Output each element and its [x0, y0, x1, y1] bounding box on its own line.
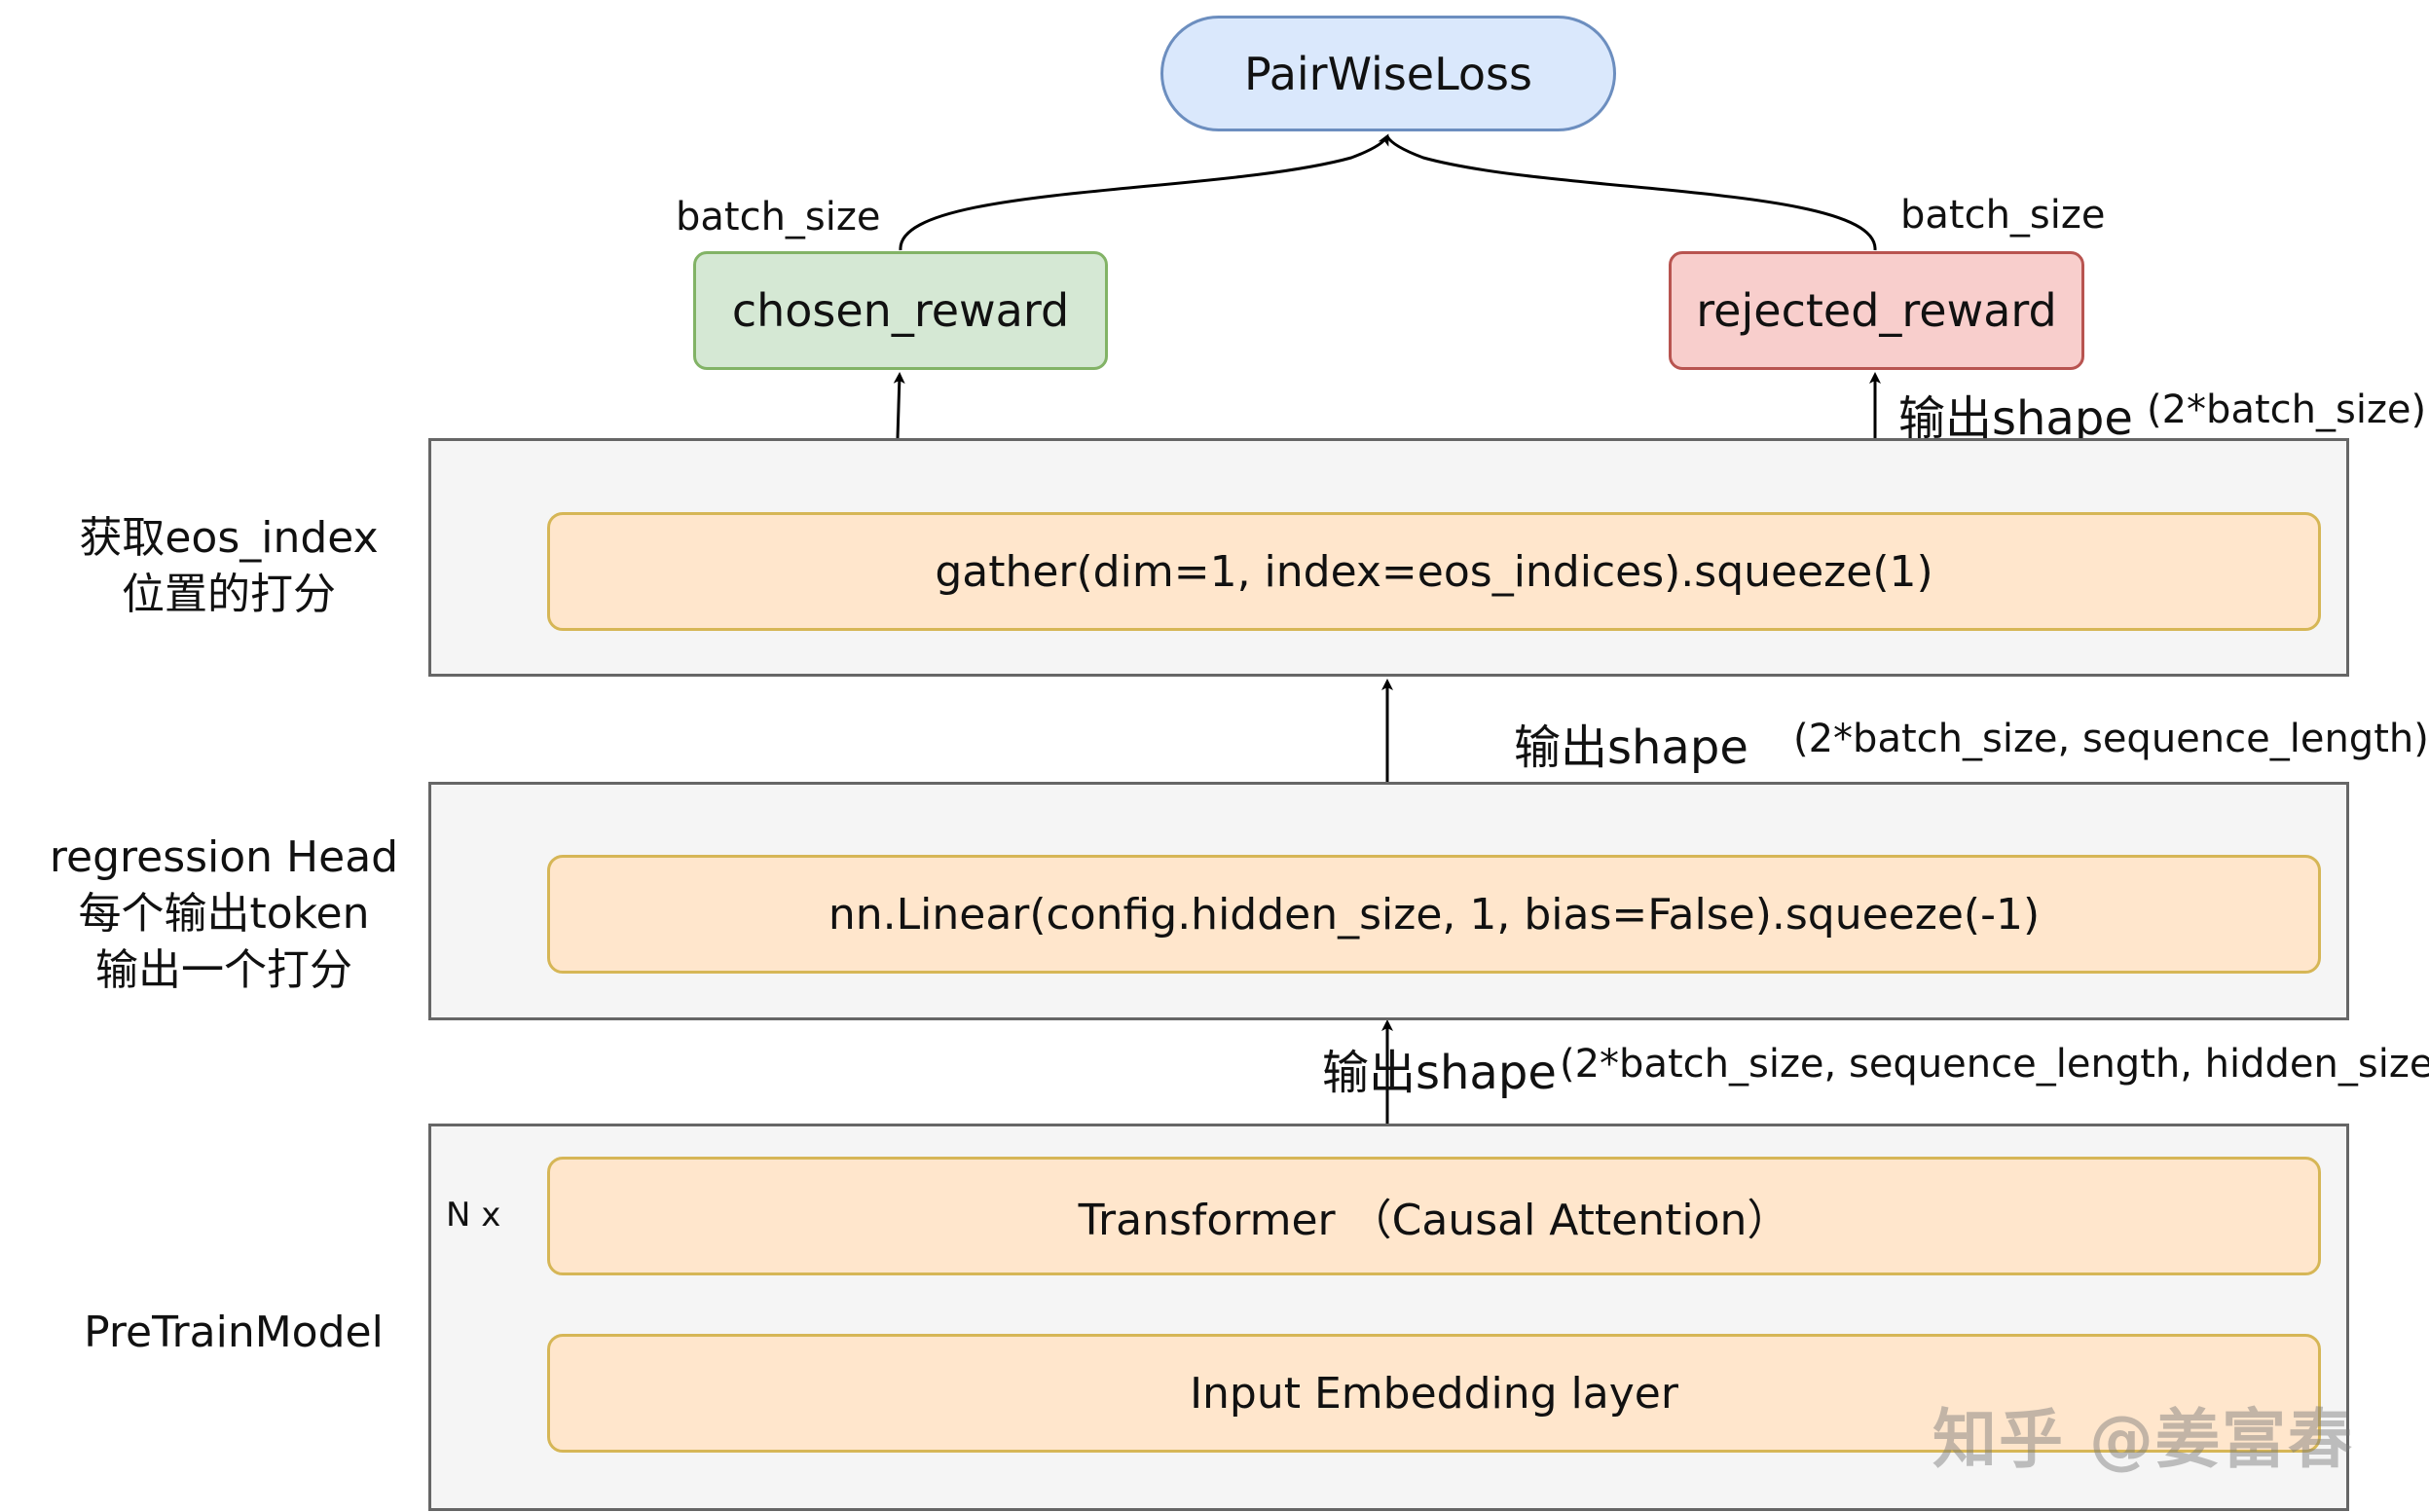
gather-side-label-line2: 位置的打分: [122, 570, 336, 619]
gather-side-label: 获取eos_index 位置的打分: [39, 510, 419, 623]
input-embedding-label: Input Embedding layer: [1190, 1368, 1678, 1419]
chosen-reward-label: chosen_reward: [731, 284, 1070, 337]
pairwise-loss-label: PairWiseLoss: [1244, 47, 1532, 100]
gather-side-label-line1: 获取eos_index: [79, 513, 379, 563]
watermark: 知乎 @姜富春: [1932, 1402, 2354, 1477]
rejected-reward-node: rejected_reward: [1669, 251, 2084, 370]
regression-head-side-label: regression Head 每个输出token 输出一个打分: [29, 830, 419, 999]
edge-rejected-to-loss: [1385, 135, 1877, 251]
batch-size-left-label: batch_size: [676, 195, 881, 240]
output-shape-top-main: 输出shape: [1898, 391, 2133, 446]
output-shape-low-paren: (2*batch_size, sequence_length, hidden_s…: [1560, 1042, 2429, 1087]
repeat-n-label: N x: [446, 1196, 501, 1235]
output-shape-mid-main: 输出shape: [1514, 720, 1748, 775]
output-shape-mid-paren: (2*batch_size, sequence_length): [1793, 717, 2429, 761]
rejected-reward-label: rejected_reward: [1696, 284, 2057, 337]
pretrain-side-label: PreTrainModel: [84, 1308, 384, 1357]
regression-head-label-line3: 输出一个打分: [95, 945, 352, 995]
linear-op-label: nn.Linear(config.hidden_size, 1, bias=Fa…: [828, 889, 2041, 940]
edge-chosen-to-loss: [899, 133, 1389, 251]
transformer-box: Transformer （Causal Attention）: [547, 1157, 2321, 1275]
input-embedding-box: Input Embedding layer: [547, 1334, 2321, 1453]
output-shape-top-paren: (2*batch_size): [2147, 387, 2427, 432]
pairwise-loss-node: PairWiseLoss: [1160, 16, 1616, 131]
regression-head-label-line2: 每个输出token: [78, 889, 370, 939]
regression-head-label-line1: regression Head: [49, 832, 399, 882]
gather-op-box: gather(dim=1, index=eos_indices).squeeze…: [547, 512, 2321, 631]
transformer-label: Transformer （Causal Attention）: [1078, 1196, 1790, 1245]
output-shape-low-main: 输出shape: [1322, 1046, 1557, 1100]
edge-gather-to-chosen: [893, 372, 905, 439]
gather-op-label: gather(dim=1, index=eos_indices).squeeze…: [935, 546, 1933, 597]
batch-size-right-label: batch_size: [1900, 193, 2106, 238]
chosen-reward-node: chosen_reward: [693, 251, 1108, 370]
linear-op-box: nn.Linear(config.hidden_size, 1, bias=Fa…: [547, 855, 2321, 974]
